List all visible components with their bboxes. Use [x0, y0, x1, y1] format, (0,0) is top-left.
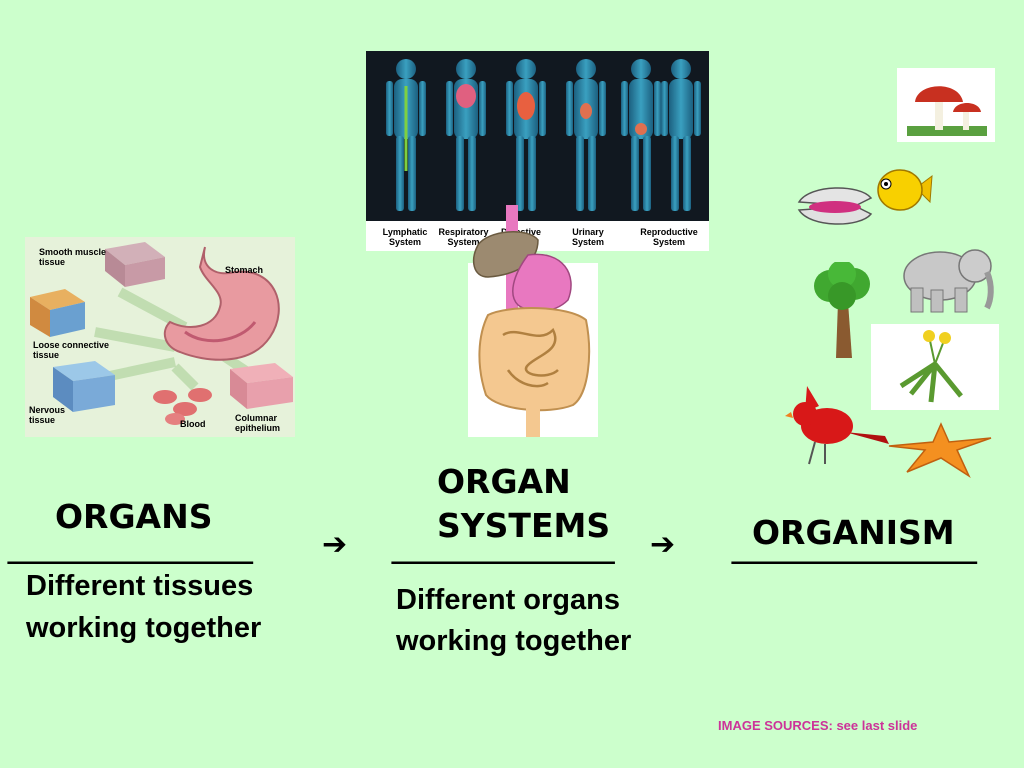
fish-icon	[877, 169, 933, 211]
mushroom-icon	[907, 86, 987, 136]
blood-cells	[153, 388, 212, 425]
bodies-panel	[366, 51, 709, 221]
cardinal-image	[785, 382, 893, 468]
clam-icon	[797, 187, 873, 225]
organs-description-line1: Different tissues	[26, 570, 254, 602]
label-blood: Blood	[180, 419, 206, 429]
stomach-tissue-diagram: Smooth muscle tissue Stomach Loose conne…	[25, 237, 295, 437]
organ-systems-description-line1: Different organs	[396, 584, 620, 616]
organ-systems-image: Lymphatic System Respiratory System Dige…	[366, 51, 709, 251]
elephant-image	[895, 238, 995, 316]
label-urinary: Urinary System	[571, 227, 605, 247]
cardinal-icon	[785, 386, 889, 465]
nervous-tissue-block	[53, 361, 115, 412]
dandelion-image	[871, 324, 999, 410]
organ-systems-heading-line2: SYSTEMS	[437, 506, 611, 545]
starfish-icon	[888, 422, 992, 479]
label-columnar: Columnar epithelium	[235, 413, 281, 433]
organism-blank: ___________	[732, 521, 977, 565]
organ-systems-description-line2: working together	[396, 625, 632, 657]
label-nervous: Nervous tissue	[29, 405, 66, 425]
organ-systems-blank: __________	[392, 521, 615, 565]
tree-image	[810, 260, 876, 360]
label-reproductive: Reproductive System	[640, 227, 698, 247]
label-lymphatic: Lymphatic System	[382, 227, 428, 247]
label-smooth-muscle: Smooth muscle tissue	[39, 247, 107, 267]
stomach-tissue-illustration	[25, 237, 295, 437]
mushroom-image	[897, 68, 995, 142]
digestive-organs-illustration	[468, 205, 598, 437]
digestive-system-image	[468, 205, 598, 437]
loose-connective-block	[30, 289, 85, 337]
arrow-right-icon: ➔	[650, 527, 676, 562]
starfish-image	[887, 420, 995, 479]
arrow-right-icon: ➔	[322, 527, 348, 562]
fish-image	[874, 158, 934, 218]
organs-heading: ORGANS	[55, 497, 213, 536]
label-loose-connective: Loose connective tissue	[33, 340, 110, 360]
dandelion-icon	[899, 330, 963, 403]
organs-description-line2: working together	[26, 612, 262, 644]
organ-systems-heading-line1: ORGAN	[437, 462, 571, 501]
label-stomach: Stomach	[225, 265, 264, 275]
columnar-epithelium-block	[230, 363, 293, 409]
organs-blank: ___________	[8, 521, 253, 565]
tree-icon	[814, 260, 870, 358]
organism-heading: ORGANISM	[752, 513, 955, 552]
elephant-icon	[903, 249, 994, 313]
smooth-muscle-block	[105, 242, 165, 287]
clam-image	[795, 182, 875, 230]
label-respiratory: Respiratory System	[438, 227, 489, 247]
human-body-figures	[386, 59, 701, 211]
image-sources-note: IMAGE SOURCES: see last slide	[718, 718, 918, 733]
